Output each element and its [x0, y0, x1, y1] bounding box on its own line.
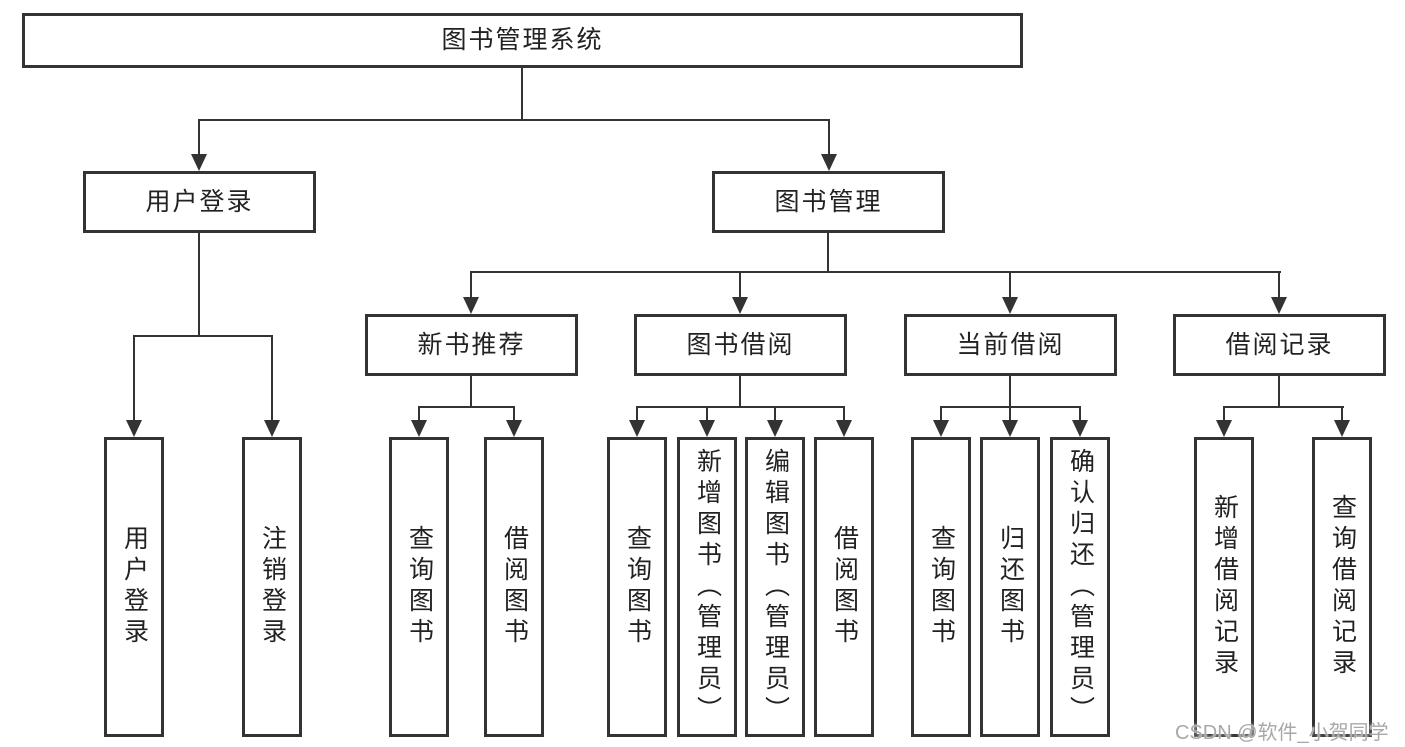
- arrow-down-icon: [821, 154, 837, 171]
- leaf-label: 编辑图书（管理员）: [761, 447, 790, 727]
- leaf-label: 新增图书（管理员）: [693, 447, 722, 727]
- arrow-down-icon: [1271, 297, 1287, 314]
- leaf-query-books-newrec: 查询图书: [389, 437, 449, 737]
- connector-line: [636, 406, 638, 421]
- connector-line: [198, 119, 200, 156]
- leaf-label: 用户登录: [120, 525, 149, 649]
- connector-line: [828, 119, 830, 156]
- leaf-user-login: 用户登录: [104, 437, 164, 737]
- leaf-label: 新增借阅记录: [1210, 494, 1239, 680]
- connector-line: [198, 233, 200, 336]
- connector-line: [940, 406, 942, 421]
- arrow-down-icon: [1216, 420, 1232, 437]
- connector-line: [418, 406, 420, 421]
- node-label: 借阅记录: [1225, 330, 1334, 359]
- arrow-down-icon: [836, 420, 852, 437]
- connector-line: [739, 376, 741, 407]
- connector-line: [470, 271, 1281, 273]
- connector-line: [1223, 406, 1225, 421]
- connector-line: [1223, 406, 1344, 408]
- connector-line: [271, 335, 273, 421]
- leaf-label: 查询图书: [623, 525, 652, 649]
- node-book-borrowing: 图书借阅: [634, 314, 847, 376]
- leaf-add-borrow-record: 新增借阅记录: [1194, 437, 1254, 737]
- leaf-query-borrow-record: 查询借阅记录: [1312, 437, 1372, 737]
- connector-line: [1009, 406, 1011, 421]
- leaf-label: 借阅图书: [830, 525, 859, 649]
- connector-line: [843, 406, 845, 421]
- connector-line: [418, 406, 515, 408]
- connector-line: [1009, 376, 1011, 407]
- leaf-label: 注销登录: [258, 525, 287, 649]
- node-book-management: 图书管理: [712, 171, 945, 233]
- connector-line: [1278, 271, 1280, 298]
- connector-line: [513, 406, 515, 421]
- node-label: 图书借阅: [686, 330, 795, 359]
- leaf-logout-login: 注销登录: [242, 437, 302, 737]
- connector-line: [521, 68, 523, 120]
- arrow-down-icon: [699, 420, 715, 437]
- connector-line: [827, 233, 829, 272]
- arrow-down-icon: [732, 297, 748, 314]
- leaf-add-books-admin: 新增图书（管理员）: [677, 437, 737, 737]
- leaf-edit-books-admin: 编辑图书（管理员）: [745, 437, 805, 737]
- node-book-management-system: 图书管理系统: [22, 13, 1023, 68]
- node-label: 图书管理系统: [441, 26, 604, 54]
- leaf-label: 确认归还（管理员）: [1066, 447, 1095, 727]
- leaf-label: 归还图书: [996, 525, 1025, 649]
- leaf-label: 借阅图书: [500, 525, 529, 649]
- connector-line: [470, 376, 472, 407]
- arrow-down-icon: [411, 420, 427, 437]
- node-new-book-recommendation: 新书推荐: [365, 314, 578, 376]
- connector-line: [470, 271, 472, 298]
- node-label: 用户登录: [145, 187, 254, 216]
- leaf-confirm-return-admin: 确认归还（管理员）: [1050, 437, 1110, 737]
- arrow-down-icon: [1072, 420, 1088, 437]
- arrow-down-icon: [767, 420, 783, 437]
- leaf-query-books-borrow: 查询图书: [607, 437, 667, 737]
- node-current-borrowing: 当前借阅: [904, 314, 1117, 376]
- arrow-down-icon: [191, 154, 207, 171]
- connector-line: [636, 406, 845, 408]
- leaf-label: 查询借阅记录: [1328, 494, 1357, 680]
- leaf-label: 查询图书: [405, 525, 434, 649]
- connector-line: [133, 335, 135, 421]
- connector-line: [133, 335, 273, 337]
- leaf-borrow-books-newrec: 借阅图书: [484, 437, 544, 737]
- connector-line: [1278, 376, 1280, 407]
- node-label: 当前借阅: [956, 330, 1065, 359]
- leaf-label: 查询图书: [927, 525, 956, 649]
- leaf-borrow-books-borrow: 借阅图书: [814, 437, 874, 737]
- node-label: 图书管理: [774, 187, 883, 216]
- leaf-query-books-current: 查询图书: [911, 437, 971, 737]
- arrow-down-icon: [264, 420, 280, 437]
- leaf-return-books: 归还图书: [980, 437, 1040, 737]
- arrow-down-icon: [126, 420, 142, 437]
- arrow-down-icon: [463, 297, 479, 314]
- arrow-down-icon: [1002, 297, 1018, 314]
- connector-line: [1341, 406, 1343, 421]
- connector-line: [198, 119, 830, 121]
- arrow-down-icon: [629, 420, 645, 437]
- connector-line: [1079, 406, 1081, 421]
- node-label: 新书推荐: [417, 330, 526, 359]
- connector-line: [739, 271, 741, 298]
- node-user-login: 用户登录: [83, 171, 316, 233]
- connector-line: [1009, 271, 1011, 298]
- connector-line: [706, 406, 708, 421]
- arrow-down-icon: [933, 420, 949, 437]
- connector-line: [774, 406, 776, 421]
- arrow-down-icon: [506, 420, 522, 437]
- arrow-down-icon: [1002, 420, 1018, 437]
- node-borrowing-records: 借阅记录: [1173, 314, 1386, 376]
- csdn-watermark: CSDN @软件_小贺同学: [1175, 722, 1389, 744]
- arrow-down-icon: [1334, 420, 1350, 437]
